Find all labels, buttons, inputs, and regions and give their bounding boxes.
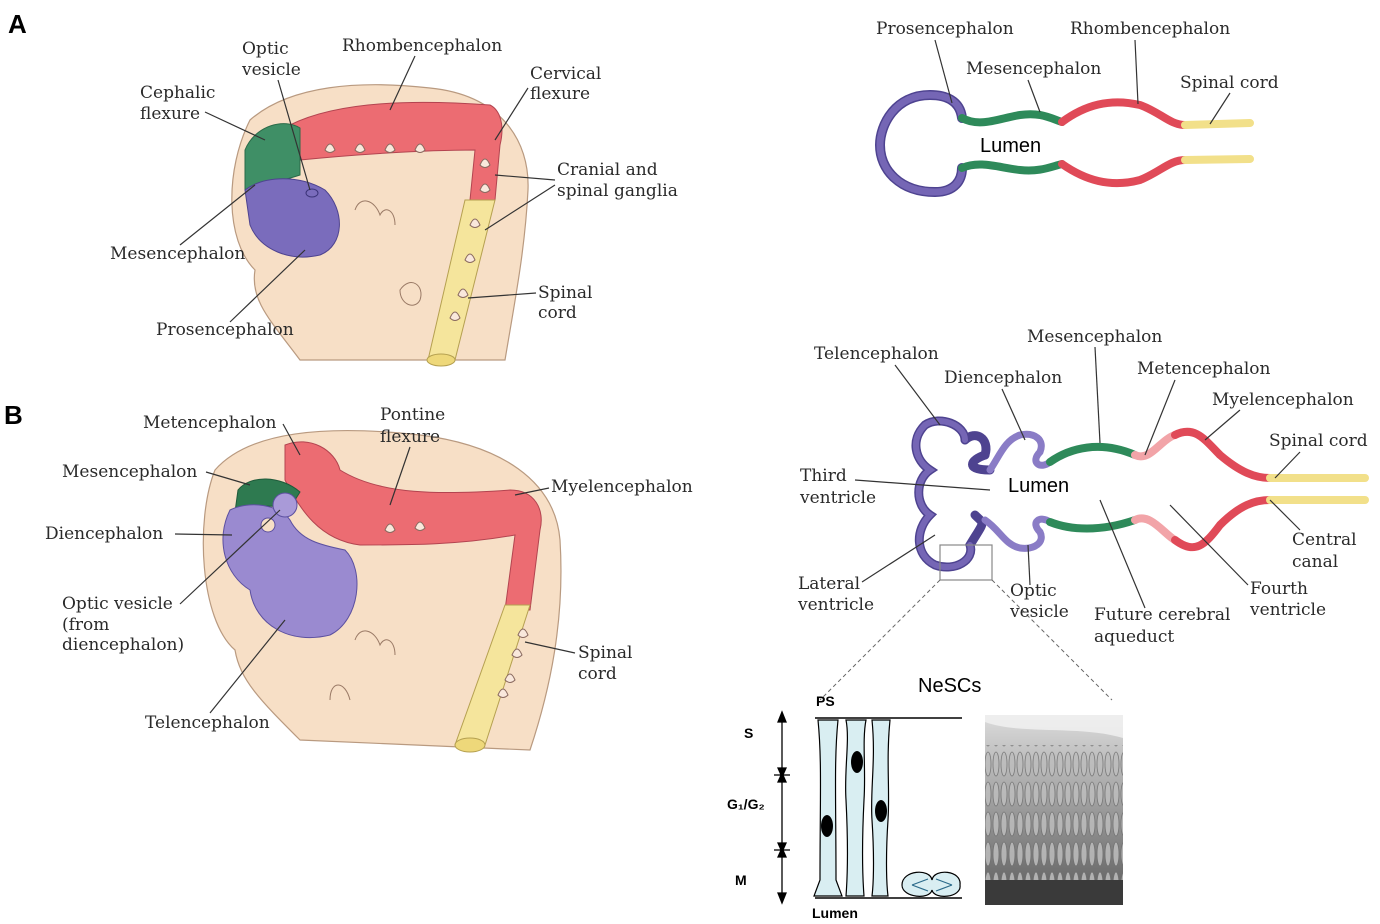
embryo-b — [203, 431, 561, 752]
label-bot-third-ventricle-1: Third — [800, 466, 847, 486]
label-a-ganglia-1: Cranial and — [557, 160, 658, 180]
label-b-diencephalon: Diencephalon — [45, 524, 163, 544]
panel-label-a: A — [8, 9, 27, 39]
label-top-prosencephalon: Prosencephalon — [876, 19, 1014, 39]
label-b-pontine-flexure-1: Pontine — [380, 405, 445, 425]
label-a-mesencephalon: Mesencephalon — [110, 244, 245, 264]
label-b-spinal-cord-2: cord — [578, 664, 617, 684]
label-a-spinal-cord-2: cord — [538, 303, 577, 323]
label-b-telencephalon: Telencephalon — [145, 713, 270, 733]
label-bot-aqueduct-1: Future cerebral — [1094, 605, 1230, 625]
label-top-rhombencephalon: Rhombencephalon — [1070, 19, 1230, 39]
label-nescs: NeSCs — [918, 675, 981, 697]
label-bot-lateral-ventricle-1: Lateral — [798, 574, 860, 594]
label-bot-telencephalon: Telencephalon — [814, 344, 939, 364]
label-bot-optic-vesicle-1: Optic — [1010, 581, 1057, 601]
label-b-mesencephalon: Mesencephalon — [62, 462, 197, 482]
panel-label-b: B — [4, 400, 23, 430]
label-inset-lumen: Lumen — [812, 905, 858, 921]
label-b-optic-vesicle-3: diencephalon) — [62, 635, 184, 655]
label-bot-third-ventricle-2: ventricle — [799, 488, 876, 508]
label-b-myelencephalon: Myelencephalon — [551, 477, 693, 497]
label-a-spinal-cord-1: Spinal — [538, 283, 593, 303]
label-a-cervical-flexure-2: flexure — [530, 84, 590, 104]
phase-axis — [774, 712, 790, 903]
label-a-cephalic-flexure-2: flexure — [140, 104, 200, 124]
label-bot-lumen: Lumen — [1008, 475, 1069, 497]
label-a-ganglia-2: spinal ganglia — [557, 181, 678, 201]
label-s: S — [744, 725, 753, 741]
label-b-pontine-flexure-2: flexure — [380, 427, 440, 447]
label-top-mesencephalon: Mesencephalon — [966, 59, 1101, 79]
label-top-spinal-cord: Spinal cord — [1180, 73, 1279, 93]
label-b-optic-vesicle-1: Optic vesicle — [62, 594, 173, 614]
label-bot-lateral-ventricle-2: ventricle — [797, 595, 874, 615]
label-top-lumen: Lumen — [980, 135, 1041, 157]
sem-micrograph — [985, 715, 1123, 905]
label-a-cephalic-flexure-1: Cephalic — [140, 83, 215, 103]
label-b-optic-vesicle-2: (from — [62, 615, 109, 635]
label-bot-mesencephalon: Mesencephalon — [1027, 327, 1162, 347]
label-bot-spinal-cord: Spinal cord — [1269, 431, 1368, 451]
label-a-optic-vesicle-2: vesicle — [241, 60, 301, 80]
label-bot-fourth-ventricle-1: Fourth — [1250, 579, 1308, 599]
label-b-spinal-cord-1: Spinal — [578, 643, 633, 663]
label-b-metencephalon: Metencephalon — [143, 413, 277, 433]
label-ps: PS — [816, 693, 835, 709]
label-bot-metencephalon: Metencephalon — [1137, 359, 1271, 379]
neural-stem-cells — [814, 718, 962, 898]
label-bot-diencephalon: Diencephalon — [944, 368, 1062, 388]
label-bot-myelencephalon: Myelencephalon — [1212, 390, 1354, 410]
label-bot-aqueduct-2: aqueduct — [1094, 627, 1174, 647]
label-bot-central-canal-1: Central — [1292, 530, 1357, 550]
label-bot-central-canal-2: canal — [1292, 552, 1338, 572]
label-a-cervical-flexure-1: Cervical — [530, 64, 601, 84]
label-a-optic-vesicle-1: Optic — [242, 39, 289, 59]
neural-tube-top — [880, 95, 1250, 192]
label-a-rhombencephalon: Rhombencephalon — [342, 36, 502, 56]
label-bot-optic-vesicle-2: vesicle — [1009, 602, 1069, 622]
label-bot-fourth-ventricle-2: ventricle — [1249, 600, 1326, 620]
label-m: M — [735, 872, 747, 888]
label-a-prosencephalon: Prosencephalon — [156, 320, 294, 340]
label-g1g2: G₁/G₂ — [727, 796, 765, 812]
